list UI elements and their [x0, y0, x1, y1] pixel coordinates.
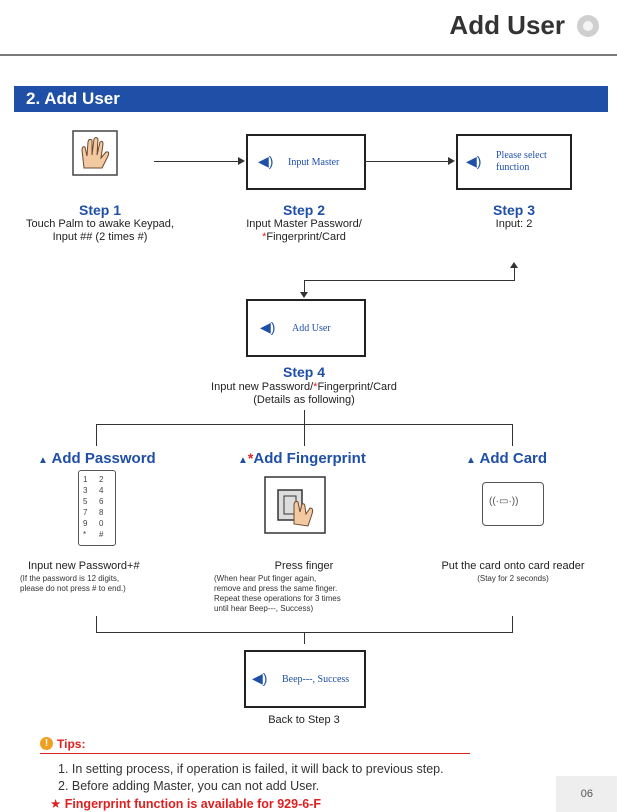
page-number: 06: [580, 788, 593, 800]
input-master-box: ◀) Input Master: [246, 134, 366, 190]
add-fingerprint-title: ▲*Add Fingerprint: [238, 450, 366, 467]
arrow-head-icon: [300, 292, 308, 298]
keypad-key: 1: [83, 475, 88, 484]
add-user-box: ◀) Add User: [246, 299, 366, 357]
fingerprint-reader-image: [264, 476, 326, 534]
box-text: Input Master: [288, 157, 340, 168]
flow-connector: [304, 424, 305, 446]
step-4-desc: Input new Password/*Fingerprint/Card (De…: [211, 381, 397, 406]
step-4-label: Step 4: [282, 364, 325, 380]
speaker-icon: ◀): [258, 153, 274, 169]
palm-icon: [72, 130, 118, 176]
add-password-title: ▲ Add Password: [38, 450, 156, 467]
keypad-key: #: [99, 530, 104, 539]
tip-note: ★ Fingerprint function is available for …: [50, 797, 321, 811]
page-number-tab: [556, 776, 617, 812]
please-select-box: ◀) Please select function: [456, 134, 572, 190]
step-2-desc: Input Master Password/ *Fingerprint/Card: [246, 218, 362, 243]
arrow-head-icon: [238, 157, 245, 165]
tips-title: Tips:: [57, 737, 86, 751]
speaker-icon: ◀): [260, 319, 276, 335]
box-text: Beep---, Success: [282, 674, 350, 685]
add-card-text: Put the card onto card reader: [441, 560, 585, 572]
box-text: Please select function: [496, 150, 547, 173]
step-2-label: Step 2: [282, 202, 325, 218]
flow-connector: [96, 616, 97, 632]
add-fingerprint-note: (When hear Put finger again,remove and p…: [214, 574, 341, 613]
arrow-head-icon: [448, 157, 455, 165]
header-divider: [0, 54, 617, 56]
tip-item: 2. Before adding Master, you can not add…: [58, 779, 320, 793]
keypad-key: 7: [83, 508, 88, 517]
header-circle-icon: [577, 15, 599, 37]
step-3-label: Step 3: [492, 202, 535, 218]
step-3-desc: Input: 2: [495, 218, 533, 230]
keypad-key: 3: [83, 486, 88, 495]
keypad-key: 8: [99, 508, 104, 517]
flow-connector: [304, 410, 305, 424]
flow-connector: [512, 616, 513, 632]
keypad-key: 0: [99, 519, 104, 528]
box-text: Add User: [292, 323, 331, 334]
flow-arrow: [154, 161, 240, 162]
speaker-icon: ◀): [466, 153, 482, 169]
add-password-text: Input new Password+#: [28, 560, 140, 572]
keypad-image: 1 2 3 4 5 6 7 8 9 0 * #: [78, 470, 116, 546]
success-box: ◀) Beep---, Success: [244, 650, 366, 708]
add-card-note: (Stay for 2 seconds): [477, 574, 549, 583]
flow-connector: [304, 280, 515, 281]
keypad-key: 5: [83, 497, 88, 506]
card-reader-icon: ((·▭·)): [489, 496, 519, 507]
flow-arrow: [364, 161, 450, 162]
flow-connector: [96, 424, 97, 446]
flow-connector: [304, 632, 305, 644]
add-card-title: ▲ Add Card: [466, 450, 548, 467]
step-1-desc: Touch Palm to awake Keypad,Input ## (2 t…: [26, 218, 174, 243]
tips-divider: [40, 753, 470, 754]
tip-item: 1. In setting process, if operation is f…: [58, 762, 444, 776]
flow-connector: [512, 424, 513, 446]
keypad-key: 4: [99, 486, 104, 495]
card-reader-image: ((·▭·)): [482, 482, 544, 526]
page-header-title: Add User: [449, 10, 565, 40]
back-to-step-3: Back to Step 3: [268, 714, 340, 726]
flow-connector: [514, 266, 515, 280]
section-bar: [14, 86, 608, 112]
arrow-head-icon: [510, 262, 518, 268]
info-icon: !: [40, 737, 53, 750]
flow-connector: [304, 280, 305, 294]
keypad-key: 9: [83, 519, 88, 528]
keypad-key: *: [83, 530, 87, 539]
keypad-key: 2: [99, 475, 104, 484]
step-1-label: Step 1: [78, 202, 121, 218]
add-fingerprint-text: Press finger: [274, 560, 334, 572]
speaker-icon: ◀): [252, 670, 268, 686]
keypad-key: 6: [99, 497, 104, 506]
section-title: 2. Add User: [26, 89, 120, 108]
keypad-keys: 1 2 3 4 5 6 7 8 9 0 * #: [79, 471, 115, 543]
add-password-note: (If the password is 12 digits,please do …: [20, 574, 126, 593]
